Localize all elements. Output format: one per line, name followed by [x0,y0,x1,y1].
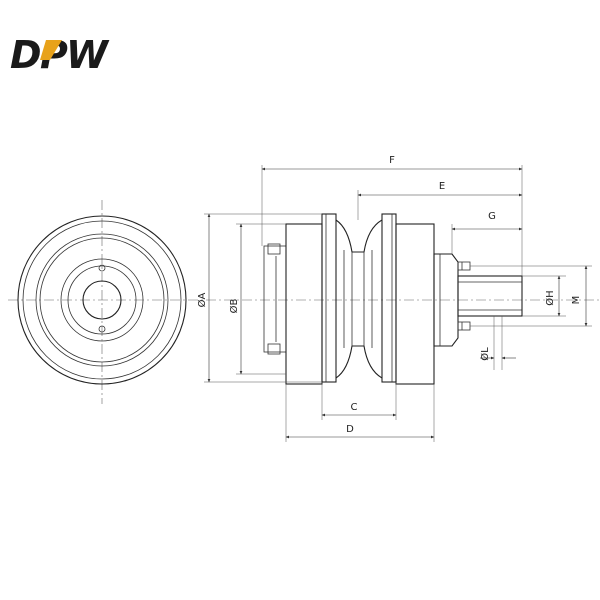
dim-label-h: ØH [544,290,556,305]
logo-accent-shape [40,40,62,60]
dimension-lines: F E G ØA ØB ØH M ØL C D [196,155,588,439]
left-flange [285,223,323,385]
hub-inner-circle [67,265,137,335]
outer-rim-circle [17,215,187,385]
dim-label-a: ØA [196,292,208,307]
dim-label-c: C [351,402,358,413]
side-view [263,213,523,385]
bolt-hole-top [98,264,106,272]
right-flange [395,223,435,385]
dim-label-d: D [346,424,354,435]
cap-tab-bottom [267,343,281,355]
left-rim [321,213,337,383]
tread-bottom-curve [335,345,383,379]
flange-inner-circle [39,237,165,363]
dim-label-g: G [488,211,496,222]
bolt-top [457,261,471,271]
logo-letter-d: D [10,33,41,77]
rim-inner-circle [22,220,182,380]
hub-circle [60,258,144,342]
extension-lines [204,165,592,442]
right-rim [381,213,397,383]
bolt-hole-bottom [98,325,106,333]
left-cap [263,245,287,353]
dim-label-e: E [439,181,445,192]
dim-label-f: F [389,155,395,166]
dim-label-m: M [571,296,582,305]
dim-label-b: ØB [228,298,240,313]
flange-circle [35,233,169,367]
bore-circle [82,280,122,320]
dim-label-l: ØL [479,347,491,361]
logo-letter-w: W [66,33,110,77]
shaft [457,275,523,317]
dpw-logo: D P W [10,33,111,77]
cap-tab-top [267,243,281,255]
bolt-bottom [457,321,471,331]
tread-top-curve [335,219,383,253]
front-view [8,200,600,404]
